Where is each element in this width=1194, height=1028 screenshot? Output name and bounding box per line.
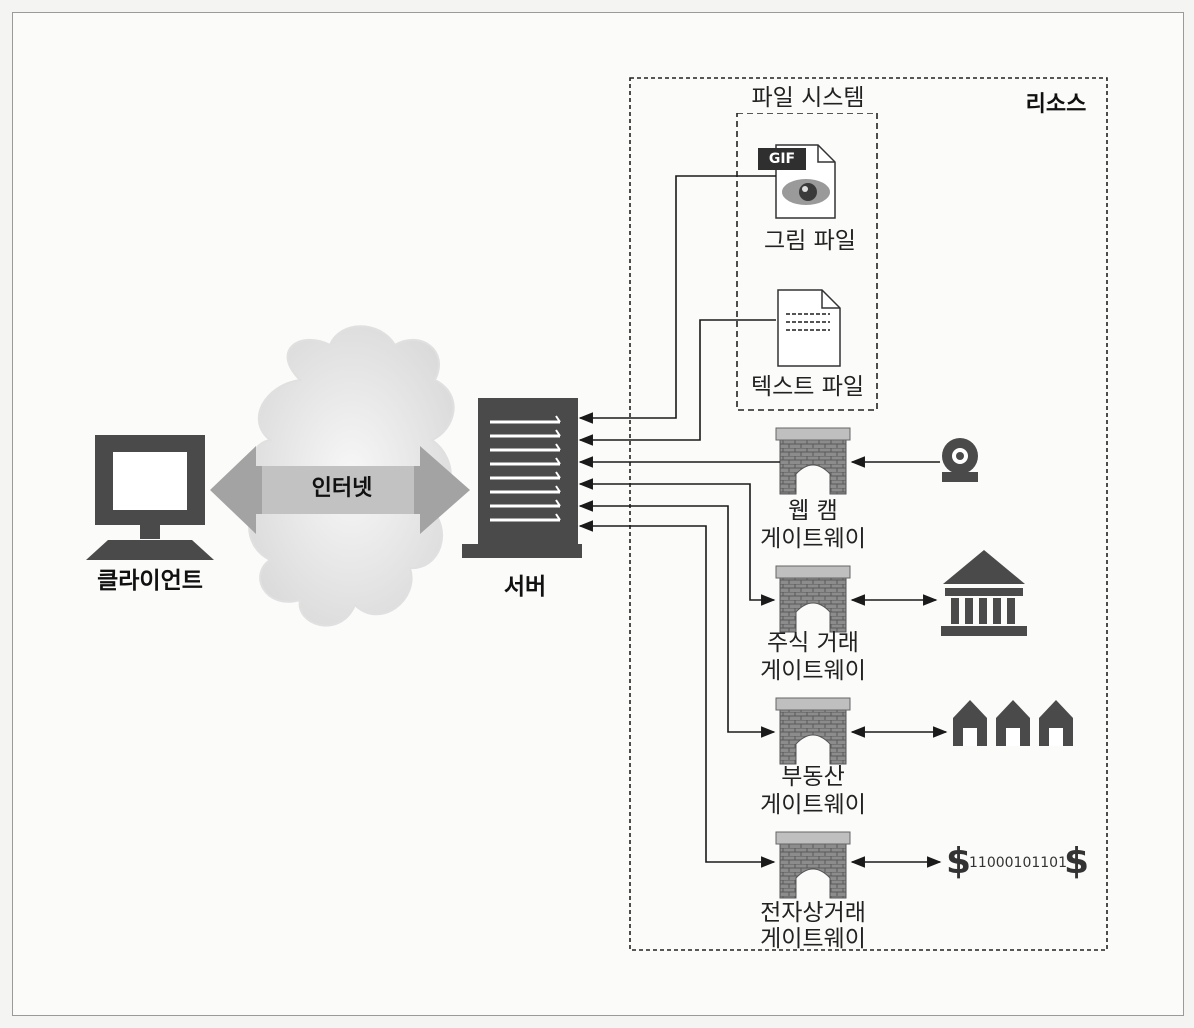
webcam-icon: [942, 438, 978, 482]
binary-money-icon: 11000101101: [969, 855, 1067, 871]
text-to-server-line: [578, 319, 776, 446]
internet-label: 인터넷: [311, 476, 373, 501]
image-file-icon: [758, 144, 836, 219]
stock-gateway-icon: [775, 565, 851, 633]
dollar-sign-left: $: [946, 841, 972, 882]
ecommerce-gateway-type: 게이트웨이: [760, 926, 866, 952]
webcam-gateway-icon: [775, 427, 851, 495]
image-file-label: 그림 파일: [764, 228, 856, 254]
server-label: 서버: [503, 574, 547, 600]
stock-gateway-name: 주식 거래: [767, 630, 859, 656]
dollar-sign-right: $: [1064, 841, 1090, 882]
filesystem-boundary: [736, 112, 878, 411]
realestate-gateway-icon: [775, 697, 851, 765]
client-label: 클라이언트: [97, 568, 203, 594]
houses-icon: [953, 700, 1073, 746]
gif-label: GIF: [768, 151, 796, 167]
gif-to-server-line: [578, 175, 776, 424]
webcam-gateway-name: 웹 캠: [788, 498, 838, 524]
realestate-gateway-type: 게이트웨이: [760, 792, 866, 818]
realestate-gateway-name: 부동산: [781, 764, 845, 790]
bank-building-icon: [941, 550, 1027, 636]
ecommerce-gateway-name: 전자상거래: [760, 900, 866, 926]
client-computer-icon: [86, 435, 214, 560]
ecommerce-gateway-to-server-line: [578, 520, 776, 868]
internet-double-arrow: [210, 446, 470, 534]
text-file-icon: [777, 289, 841, 367]
filesystem-label: 파일 시스템: [733, 83, 883, 113]
stock-gateway-type: 게이트웨이: [760, 658, 866, 684]
webcam-gateway-type: 게이트웨이: [760, 526, 866, 552]
server-icon: [462, 398, 582, 558]
ecommerce-gateway-icon: [775, 831, 851, 899]
text-file-label: 텍스트 파일: [750, 374, 865, 400]
resources-label: 리소스: [1025, 92, 1087, 117]
